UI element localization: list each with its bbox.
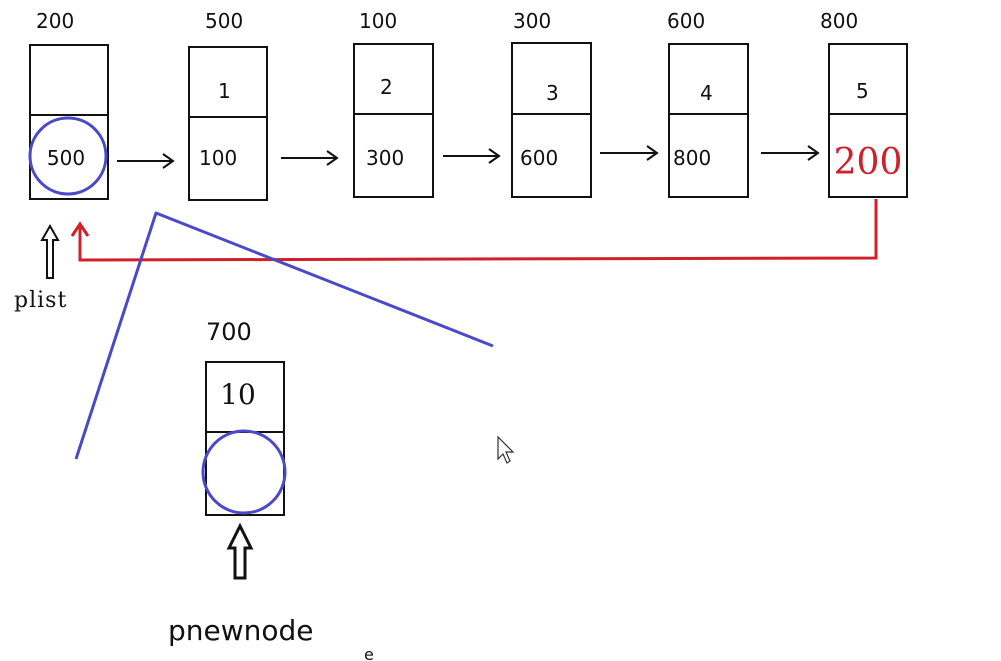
node-next-cell <box>511 113 592 198</box>
node-next-value: 800 <box>673 146 711 170</box>
next-arrow <box>600 145 659 161</box>
node-data-cell <box>353 43 434 115</box>
next-arrow <box>117 153 175 169</box>
next-arrow <box>761 145 820 161</box>
node-address-label: 700 <box>206 318 252 346</box>
up-arrow-icon <box>40 223 60 279</box>
node-200: 200 500 <box>29 9 109 200</box>
node-address-label: 500 <box>205 9 243 33</box>
next-arrow <box>281 150 339 166</box>
node-next-value-highlight: 200 <box>834 142 903 183</box>
node-address-label: 300 <box>513 9 551 33</box>
node-data-value: 10 <box>220 378 256 411</box>
node-address-label: 600 <box>667 9 705 33</box>
node-next-value: 100 <box>199 146 237 170</box>
node-next-value: 600 <box>520 146 558 170</box>
head-next-highlight-circle <box>28 116 108 196</box>
node-300: 300 3 600 <box>511 9 592 198</box>
annotation-stroke <box>74 211 494 460</box>
node-600: 600 4 800 <box>667 9 749 198</box>
node-next-value: 300 <box>366 146 404 170</box>
mouse-cursor-icon <box>497 435 515 464</box>
node-next-cell <box>188 116 268 201</box>
node-next-cell <box>353 113 434 198</box>
node-data-value: 1 <box>218 79 231 103</box>
next-arrow <box>443 148 501 164</box>
stray-glyph: e <box>364 645 374 661</box>
node-data-value: 4 <box>700 81 713 105</box>
node-data-value: 2 <box>380 75 393 99</box>
circular-link-arrow <box>70 199 878 262</box>
new-node-next-highlight-circle <box>201 429 287 515</box>
pnewnode-pointer: pnewnode e <box>168 522 374 661</box>
node-next-cell <box>828 113 908 198</box>
node-next-value: 500 <box>47 146 85 170</box>
node-address-label: 200 <box>36 9 74 33</box>
plist-pointer: plist <box>14 223 67 313</box>
node-address-label: 100 <box>359 9 397 33</box>
node-data-cell <box>29 44 109 116</box>
plist-label: plist <box>14 288 67 313</box>
node-address-label: 800 <box>820 9 858 33</box>
node-next-cell <box>668 113 749 198</box>
node-800: 800 5 200 <box>820 9 908 198</box>
node-data-cell <box>188 46 268 118</box>
node-data-value: 3 <box>546 81 559 105</box>
node-500: 500 1 100 <box>188 9 268 201</box>
pnewnode-label: pnewnode <box>168 614 314 647</box>
new-node-700: 700 10 <box>201 318 287 516</box>
node-data-value: 5 <box>856 79 869 103</box>
node-100: 100 2 300 <box>353 9 434 198</box>
next-arrows <box>117 145 820 169</box>
up-arrow-icon <box>226 522 254 580</box>
